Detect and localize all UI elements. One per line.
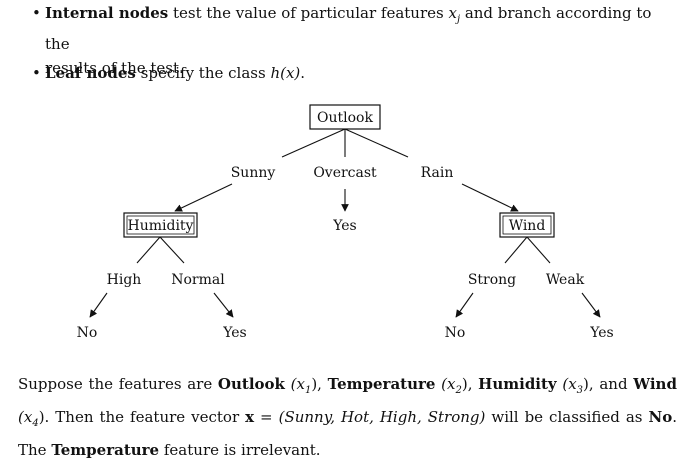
para-text: feature is irrelevant. bbox=[159, 441, 321, 459]
node-wind-label: Wind bbox=[509, 218, 546, 234]
edge-normal bbox=[159, 236, 185, 264]
para-text: ), and bbox=[583, 375, 634, 393]
bullet-text-part: test the value of particular features bbox=[168, 4, 449, 22]
edge-label-overcast: Overcast bbox=[313, 165, 377, 181]
feature-outlook: Outlook bbox=[217, 375, 285, 393]
var-xj: xj bbox=[448, 4, 461, 25]
feature-wind: Wind bbox=[633, 375, 677, 393]
edge-label-high: High bbox=[107, 272, 142, 288]
arrow-strong bbox=[455, 292, 474, 318]
feature-vector-x: x bbox=[245, 408, 255, 426]
var-x2: (x2 bbox=[441, 375, 462, 396]
para-text: ), bbox=[311, 375, 328, 393]
class-expr: h(x) bbox=[270, 64, 301, 82]
feature-temperature-irrelevant: Temperature bbox=[51, 441, 160, 459]
var-x4: (x4 bbox=[18, 408, 39, 429]
var-sub-j: j bbox=[456, 14, 461, 25]
bullet-leaf-nodes: • Leaf nodes specify the class h(x). bbox=[32, 61, 677, 85]
explanation-paragraph: Suppose the features are Outlook (x1), T… bbox=[18, 371, 677, 463]
bullet-internal-nodes: • Internal nodes test the value of parti… bbox=[32, 1, 677, 80]
var-x3: (x3 bbox=[562, 375, 584, 396]
arrow-weak bbox=[581, 292, 601, 318]
leaf-strong-no: No bbox=[445, 325, 466, 341]
edge-label-rain: Rain bbox=[421, 165, 454, 181]
edge-label-sunny: Sunny bbox=[231, 165, 276, 181]
bullet-text-part: specify the class bbox=[135, 64, 271, 82]
leaf-weak-yes: Yes bbox=[589, 325, 614, 341]
bullet-dot: • bbox=[32, 64, 41, 82]
node-humidity: Humidity bbox=[123, 212, 198, 238]
bullet-continuation: results of the test. bbox=[45, 59, 184, 77]
para-text: ), bbox=[461, 375, 479, 393]
edge-weak bbox=[526, 236, 551, 264]
bullet-dot: • bbox=[32, 4, 41, 22]
var-x2-sub: 2 bbox=[455, 385, 462, 396]
feature-humidity: Humidity bbox=[478, 375, 557, 393]
var-x1-sub: 1 bbox=[304, 385, 312, 396]
leaf-normal-yes: Yes bbox=[222, 325, 247, 341]
leaf-overcast-yes: Yes bbox=[332, 218, 357, 234]
var-x2-base: (x bbox=[441, 375, 456, 393]
feature-temperature: Temperature bbox=[327, 375, 436, 393]
edge-label-strong: Strong bbox=[468, 272, 516, 288]
edge-label-normal: Normal bbox=[171, 272, 225, 288]
arrow-high bbox=[89, 292, 108, 318]
para-text: will be classified as bbox=[485, 408, 649, 426]
bullet-text: Leaf nodes specify the class h(x). bbox=[32, 61, 677, 85]
node-humidity-label: Humidity bbox=[128, 218, 194, 234]
arrow-normal bbox=[213, 292, 234, 318]
classification-result: No bbox=[648, 408, 673, 426]
bullet-text: Internal nodes test the value of particu… bbox=[32, 1, 677, 56]
var-x4-sub: 4 bbox=[32, 418, 39, 429]
var-x1-base: (x bbox=[290, 375, 305, 393]
arrow-sunny bbox=[174, 183, 233, 212]
edge-strong bbox=[504, 236, 528, 264]
para-text: ). Then the feature vector bbox=[38, 408, 246, 426]
term-internal-nodes: Internal nodes bbox=[45, 4, 169, 22]
node-wind: Wind bbox=[499, 212, 555, 238]
edge-sunny bbox=[281, 128, 346, 158]
node-outlook: Outlook bbox=[309, 104, 381, 130]
term-leaf-nodes: Leaf nodes bbox=[45, 64, 136, 82]
decision-tree: Outlook Sunny Overcast Rain Yes Humidity… bbox=[77, 104, 614, 341]
var-x: x bbox=[448, 4, 457, 22]
para-text: Suppose the features are bbox=[18, 375, 218, 393]
var-x3-base: (x bbox=[562, 375, 577, 393]
edge-label-weak: Weak bbox=[546, 272, 585, 288]
leaf-high-no: No bbox=[77, 325, 98, 341]
edge-rain bbox=[344, 128, 409, 158]
arrow-rain bbox=[461, 183, 519, 212]
var-x4-base: (x bbox=[18, 408, 33, 426]
var-x3-sub: 3 bbox=[576, 385, 584, 396]
bullet-text-part: . bbox=[300, 64, 306, 82]
feature-tuple: (Sunny, Hot, High, Strong) bbox=[278, 408, 486, 426]
var-x1: (x1 bbox=[290, 375, 312, 396]
para-equals: = bbox=[254, 408, 279, 426]
node-outlook-label: Outlook bbox=[317, 110, 373, 126]
bullet-text-part: and branch according to the bbox=[45, 4, 652, 53]
edge-high bbox=[136, 236, 161, 264]
